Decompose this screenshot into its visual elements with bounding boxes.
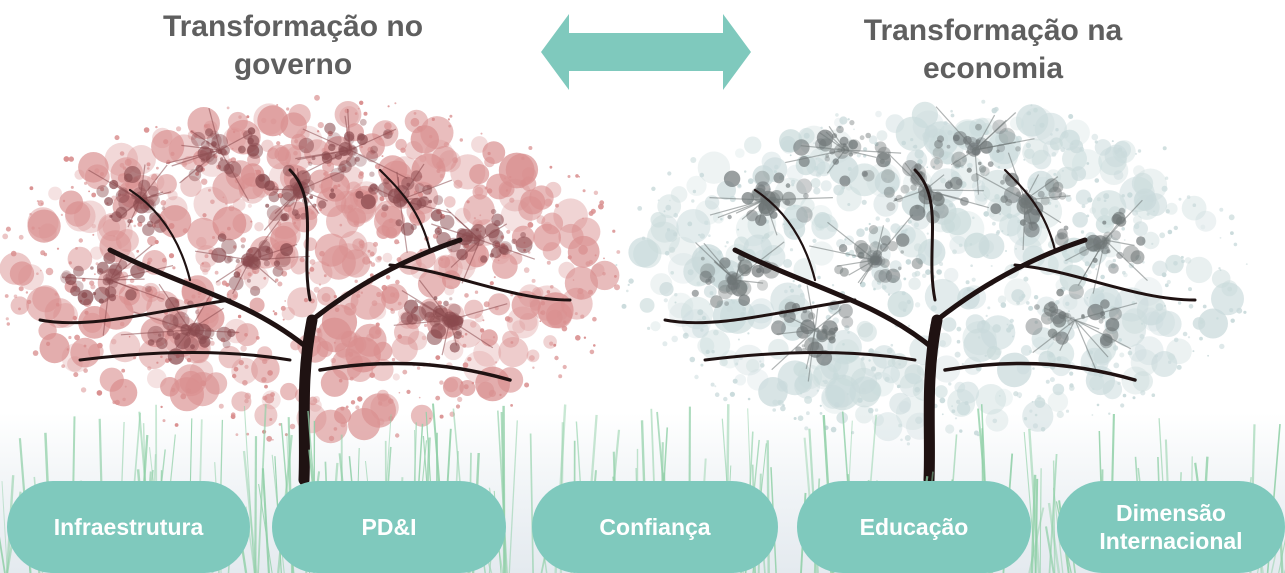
pillar-educacao: Educação <box>797 481 1031 573</box>
title-left-line1: Transformação no <box>162 10 424 43</box>
pillar-label: Confiança <box>599 514 711 540</box>
pillar-infraestrutura: Infraestrutura <box>7 481 250 573</box>
government-transformation-title: Transformação no governo <box>118 8 468 84</box>
pillar-label: Infraestrutura <box>53 514 204 540</box>
pillar-confianca: Confiança <box>532 481 778 573</box>
grey-tree-icon <box>615 99 1248 486</box>
pillar-label-line1: Dimensão <box>1116 500 1226 526</box>
pillar-dimensao-internacional: Dimensão Internacional <box>1057 481 1285 573</box>
pillar-label: Educação <box>859 514 969 540</box>
title-right-line1: Transformação na <box>863 14 1123 47</box>
title-left-line2: governo <box>233 48 353 81</box>
economy-transformation-title: Transformação na economia <box>818 12 1168 88</box>
pillar-label: PD&I <box>361 514 417 540</box>
pillar-pdi: PD&I <box>272 481 506 573</box>
red-tree-icon <box>0 94 621 486</box>
double-arrow-icon <box>541 14 751 90</box>
title-right-line2: economia <box>922 52 1064 85</box>
pillar-label-line2: Internacional <box>1099 528 1243 554</box>
